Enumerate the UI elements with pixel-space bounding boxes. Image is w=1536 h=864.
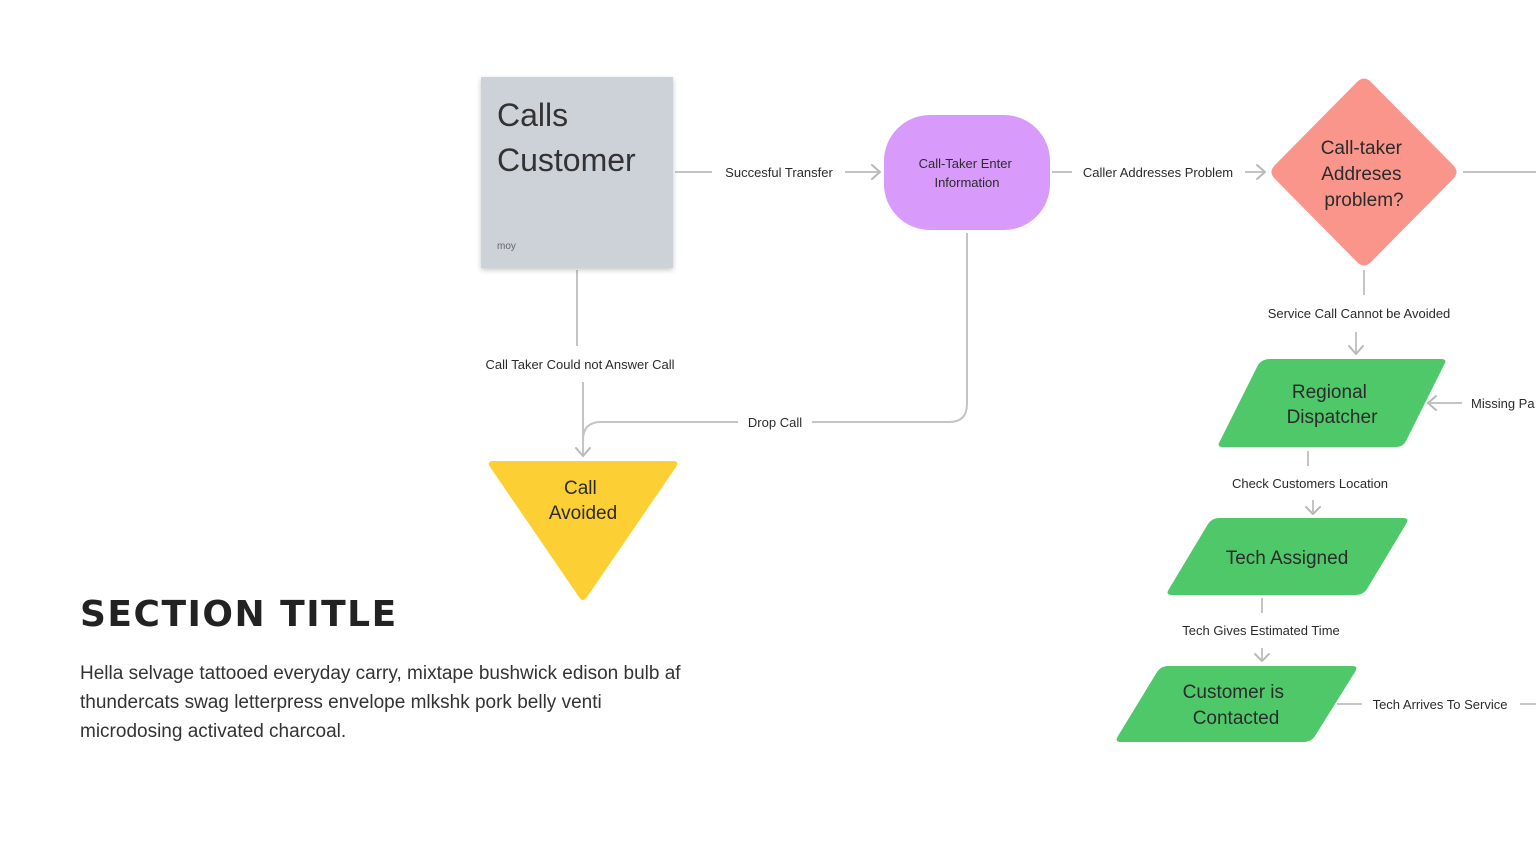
- arrowhead-customer: [1254, 653, 1270, 662]
- edge-label-check-location: Check Customers Location: [1232, 476, 1388, 491]
- node-call-taker-enter[interactable]: Call-Taker Enter Information: [884, 115, 1050, 230]
- node-label-line: Call-Taker Enter: [919, 156, 1013, 171]
- connector-process-down: [812, 233, 968, 423]
- node-label-line: Customer is: [1183, 682, 1284, 703]
- node-label-line: Addreses: [1321, 164, 1401, 185]
- edge-label-missing-parts: Missing Pa: [1471, 396, 1535, 411]
- svg-text:Tech Assigned: Tech Assigned: [1226, 548, 1349, 569]
- section-title: SECTION TITLE: [80, 594, 398, 635]
- node-label-line: Regional: [1292, 382, 1367, 403]
- arrowhead-triangle: [575, 447, 591, 457]
- edge-label-drop-call: Drop Call: [748, 415, 802, 430]
- arrowhead-dispatcher: [1348, 345, 1364, 355]
- edge-label-could-not-answer: Call Taker Could not Answer Call: [485, 357, 674, 372]
- svg-text:Call-Taker Enter Informa: Call-Taker Enter Information: [919, 156, 1016, 190]
- data-parallelogram: [1167, 518, 1408, 595]
- arrowhead-process: [871, 164, 881, 180]
- arrowhead-tech-assigned: [1305, 506, 1321, 515]
- connectors: [575, 164, 1536, 705]
- svg-text:Customer is Contacted: Customer is Contacted: [1183, 682, 1290, 729]
- node-regional-dispatcher[interactable]: Regional Dispatcher: [1218, 359, 1446, 447]
- svg-text:Call-taker Addreses: Call-taker Addreses problem?: [1321, 138, 1408, 211]
- section-body: Hella selvage tattooed everyday carry, m…: [80, 663, 681, 742]
- triangle-shape: [488, 461, 678, 600]
- node-label-line: Call: [564, 478, 597, 499]
- process-shape: [884, 115, 1050, 230]
- sticky-note[interactable]: Calls Customer moy: [481, 77, 673, 268]
- node-tech-assigned[interactable]: Tech Assigned: [1167, 518, 1408, 595]
- node-label-line: Tech Assigned: [1226, 548, 1349, 569]
- node-decision[interactable]: Call-taker Addreses problem?: [1271, 78, 1457, 266]
- node-label-line: Call-taker: [1321, 138, 1403, 159]
- node-label-line: Contacted: [1193, 708, 1280, 729]
- node-call-avoided[interactable]: Call Avoided: [488, 461, 678, 600]
- node-customer-contacted[interactable]: Customer is Contacted: [1116, 666, 1357, 742]
- arrowhead-missing-parts: [1427, 395, 1437, 411]
- edge-label-estimated-time: Tech Gives Estimated Time: [1182, 623, 1340, 638]
- edge-label-successful-transfer: Succesful Transfer: [725, 165, 833, 180]
- node-label-line: Information: [934, 175, 999, 190]
- edge-label-tech-arrives: Tech Arrives To Service: [1373, 697, 1508, 712]
- sticky-note-author: moy: [497, 241, 516, 252]
- decision-diamond: [1271, 78, 1457, 266]
- data-parallelogram: [1218, 359, 1446, 447]
- arrowhead-decision: [1256, 164, 1266, 180]
- data-parallelogram: [1116, 666, 1357, 742]
- node-label-line: problem?: [1324, 190, 1403, 211]
- node-label-line: Dispatcher: [1287, 407, 1378, 428]
- edge-label-service-call: Service Call Cannot be Avoided: [1268, 306, 1451, 321]
- node-label-line: Avoided: [549, 503, 617, 524]
- connector-drop-call: [582, 421, 738, 454]
- svg-text:Regional Dispatcher: Regional Dispatcher: [1287, 382, 1378, 428]
- sticky-note-text: Calls Customer: [497, 97, 636, 178]
- edge-label-caller-addresses-problem: Caller Addresses Problem: [1083, 165, 1233, 180]
- svg-text:Call Avoided: Call Avoided: [549, 478, 617, 524]
